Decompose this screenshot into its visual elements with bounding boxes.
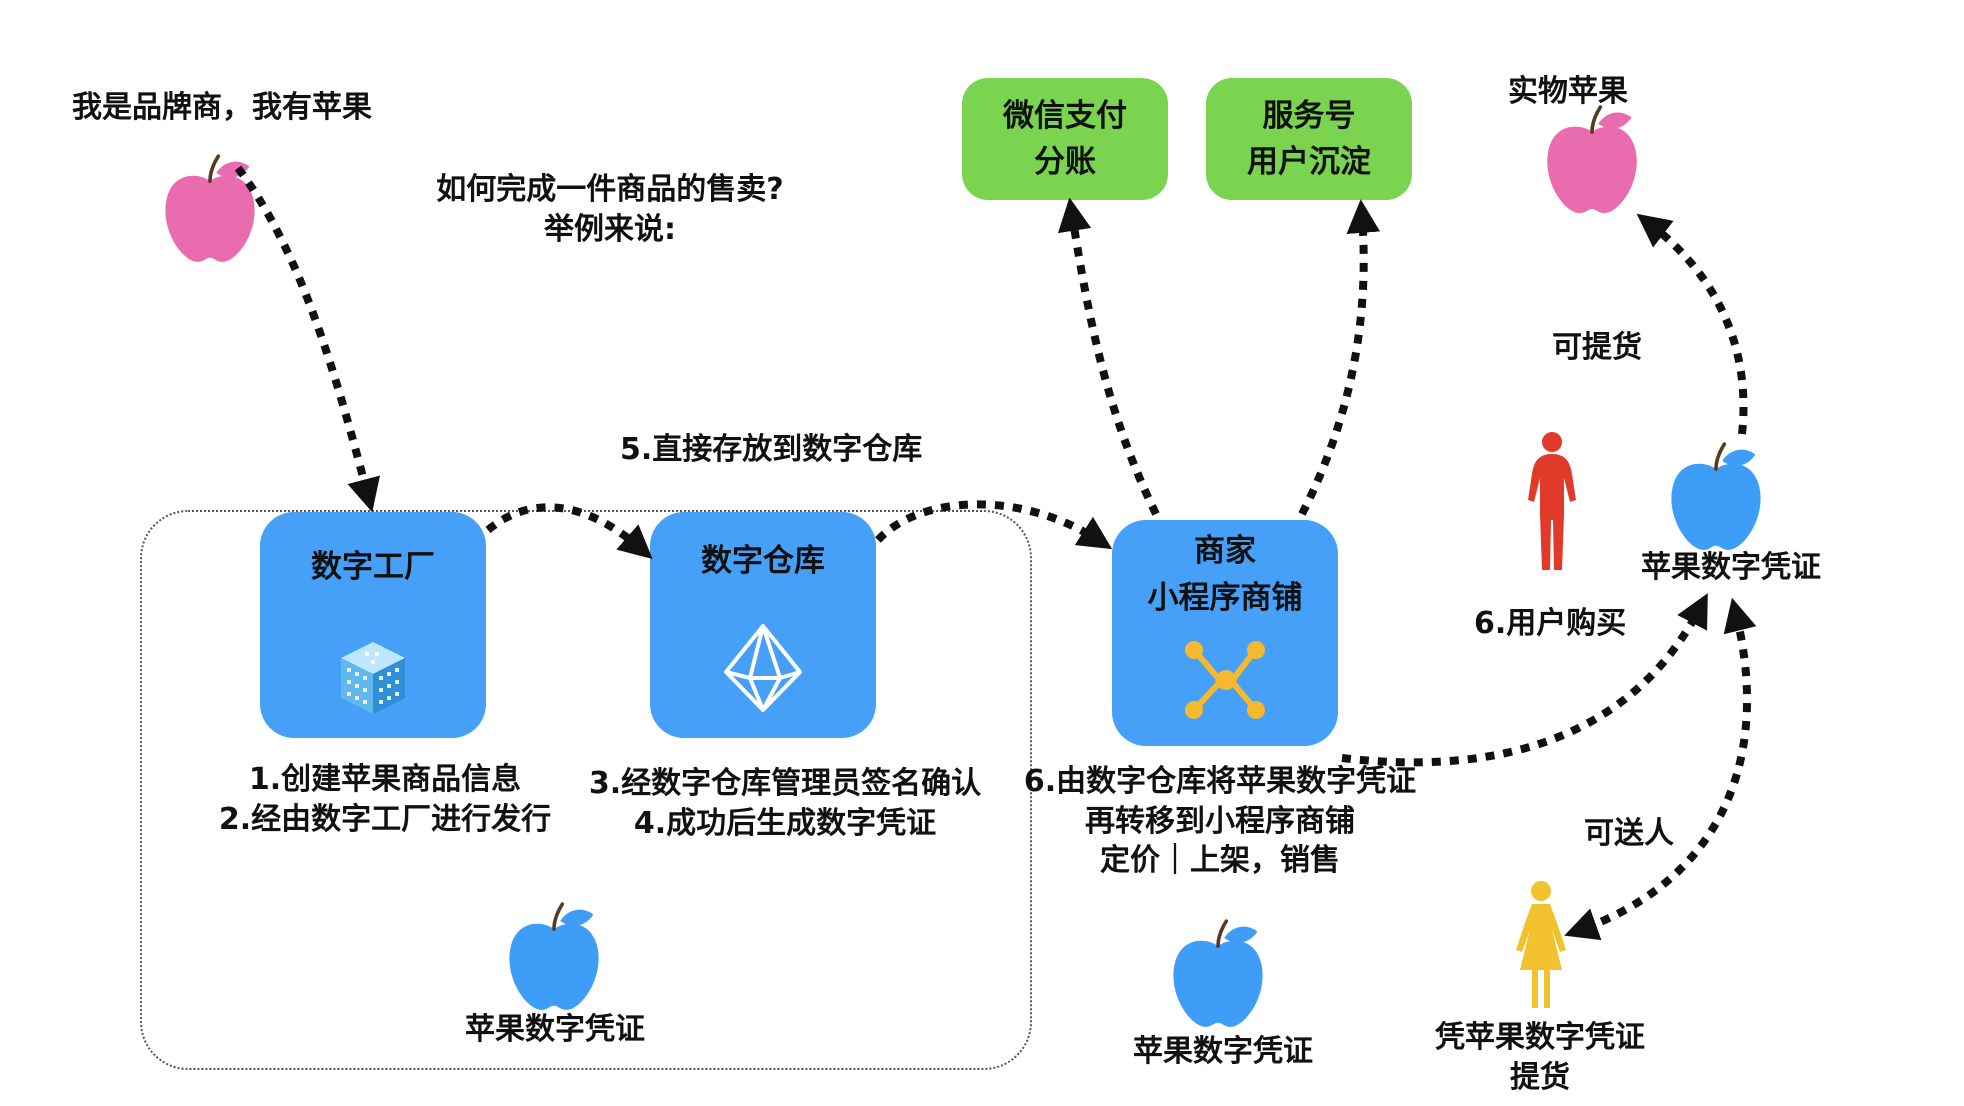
mini-program-shop-node: 商家 小程序商铺: [1112, 520, 1338, 746]
digital-warehouse-title: 数字仓库: [701, 543, 825, 579]
question-line-2: 举例来说:: [544, 211, 676, 247]
cube-icon: [335, 638, 411, 718]
shop-step-2: 再转移到小程序商铺: [1085, 803, 1355, 839]
user-token-apple-icon: [1664, 438, 1768, 552]
service-account-box: 服务号 用户沉淀: [1206, 78, 1412, 200]
shop-title-line-1: 商家: [1194, 533, 1256, 569]
step5-label: 5.直接存放到数字仓库: [620, 432, 923, 467]
question-text: 如何完成一件商品的售卖? 举例来说:: [400, 170, 820, 249]
shop-token-label: 苹果数字凭证: [1133, 1034, 1313, 1069]
wechat-pay-box: 微信支付 分账: [962, 78, 1168, 200]
user-token-to-physical-apple-arrow: [1636, 213, 1748, 435]
shop-to-wechat-pay-arrow: [1057, 197, 1160, 516]
redeem-line-1: 凭苹果数字凭证: [1435, 1020, 1645, 1055]
octahedron-icon: [720, 620, 806, 716]
warehouse-steps: 3.经数字仓库管理员签名确认 4.成功后生成数字凭证: [575, 764, 995, 843]
wechat-pay-line-2: 分账: [1034, 144, 1096, 180]
digital-factory-title: 数字工厂: [311, 549, 435, 585]
brand-label: 我是品牌商，我有苹果: [72, 90, 372, 125]
warehouse-step-3: 3.经数字仓库管理员签名确认: [588, 766, 982, 801]
service-account-line-1: 服务号: [1262, 97, 1356, 134]
shop-title-line-2: 小程序商铺: [1147, 579, 1303, 616]
redeem-line-2: 提货: [1510, 1059, 1570, 1095]
factory-step-1: 1.创建苹果商品信息: [248, 762, 522, 797]
network-icon: [1182, 640, 1268, 720]
group-token-label: 苹果数字凭证: [465, 1012, 645, 1047]
redeem-label: 凭苹果数字凭证 提货: [1420, 1018, 1660, 1097]
brand-to-factory-arrow: [234, 165, 380, 513]
question-line-1: 如何完成一件商品的售卖?: [436, 172, 784, 207]
factory-warehouse-group: [140, 510, 1032, 1070]
shop-to-user-token-arrow: [1341, 593, 1708, 767]
shop-steps: 6.由数字仓库将苹果数字凭证 再转移到小程序商铺 定价｜上架，销售: [1000, 762, 1440, 881]
wechat-pay-line-1: 微信支付: [1003, 97, 1127, 134]
factory-to-warehouse-arrow: [485, 503, 653, 560]
can-pickup-label: 可提货: [1552, 330, 1642, 365]
recipient-person-icon: [1512, 880, 1570, 1012]
shop-step-1: 6.由数字仓库将苹果数字凭证: [1023, 764, 1417, 799]
warehouse-to-shop-arrow: [875, 500, 1113, 550]
factory-step-2: 2.经由数字工厂进行发行: [218, 801, 552, 837]
user-token-label: 苹果数字凭证: [1641, 550, 1821, 585]
service-account-line-2: 用户沉淀: [1247, 144, 1371, 180]
shop-to-service-account-arrow: [1298, 199, 1381, 516]
warehouse-step-4: 4.成功后生成数字凭证: [633, 805, 937, 841]
physical-apple-label: 实物苹果: [1508, 74, 1628, 109]
digital-factory-node: 数字工厂: [260, 512, 486, 738]
user-token-to-recipient-arrow: [1564, 597, 1757, 941]
physical-apple-icon: [1540, 100, 1644, 216]
shop-step-3: 定价｜上架，销售: [1100, 843, 1340, 879]
factory-steps: 1.创建苹果商品信息 2.经由数字工厂进行发行: [200, 760, 570, 839]
digital-warehouse-node: 数字仓库: [650, 512, 876, 738]
shop-title: 商家 小程序商铺: [1112, 528, 1338, 621]
shop-token-apple-icon: [1166, 915, 1270, 1029]
group-token-apple-icon: [502, 898, 606, 1012]
buyer-person-icon: [1522, 430, 1582, 576]
